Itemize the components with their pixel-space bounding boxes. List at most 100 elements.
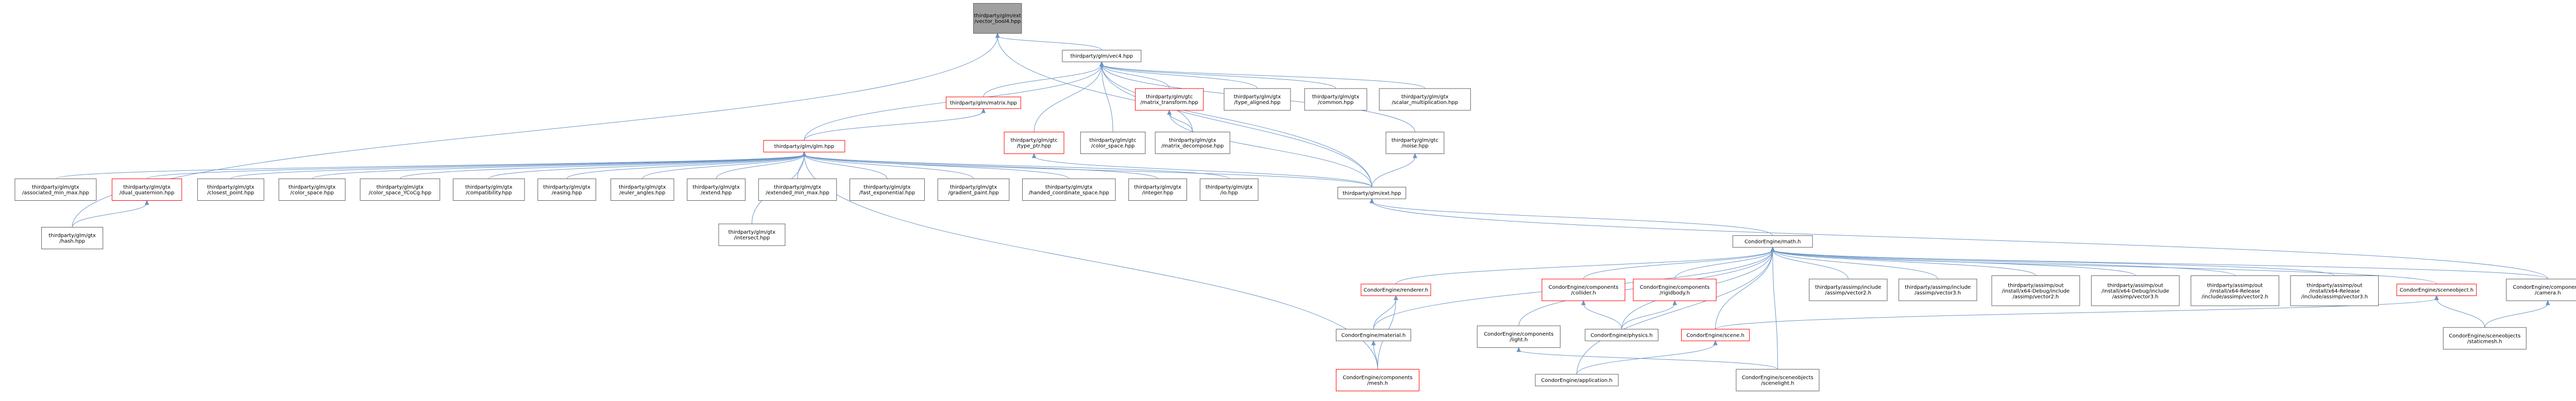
graph-node-scalar-multiplication[interactable]: thirdparty/glm/gtx/scalar_multiplication… — [1379, 88, 1471, 111]
node-box — [537, 178, 597, 201]
node-label: thirdparty/glm/gtx — [1169, 138, 1216, 144]
graph-node-math[interactable]: CondorEngine/math.h — [1732, 235, 1813, 248]
graph-node-matrix[interactable]: thirdparty/glm/matrix.hpp — [945, 96, 1021, 109]
dependency-edge — [146, 154, 805, 179]
node-label: /color_space.hpp — [290, 190, 334, 196]
graph-node-rigidbody[interactable]: CondorEngine/components/rigidbody.h — [1633, 278, 1717, 301]
node-label: thirdparty/glm/gtx — [1134, 184, 1181, 190]
dependency-edge — [1772, 250, 1778, 370]
node-box — [1004, 131, 1064, 154]
graph-node-noise[interactable]: thirdparty/glm/gtc/noise.hpp — [1385, 131, 1445, 154]
graph-node-type-aligned[interactable]: thirdparty/glm/gtx/type_aligned.hpp — [1224, 88, 1291, 111]
graph-node-color-space-gtx[interactable]: thirdparty/glm/gtx/color_space.hpp — [278, 178, 346, 201]
dependency-edge — [1373, 343, 1378, 370]
node-box — [945, 96, 1021, 109]
graph-node-intersect[interactable]: thirdparty/glm/gtx/intersect.hpp — [718, 223, 786, 246]
graph-node-type-ptr[interactable]: thirdparty/glm/gtc/type_ptr.hpp — [1004, 131, 1064, 154]
graph-node-sceneobjects-scenelight[interactable]: CondorEngine/sceneobjects/scenelight.h — [1736, 369, 1820, 392]
graph-node-assimp-vector2[interactable]: thirdparty/assimp/include/assimp/vector2… — [1809, 278, 1888, 301]
graph-node-camera[interactable]: CondorEngine/components/camera.h — [2506, 278, 2576, 301]
graph-node-physics[interactable]: CondorEngine/physics.h — [1585, 328, 1658, 341]
graph-node-fast-exponential[interactable]: thirdparty/glm/gtx/fast_exponential.hpp — [849, 178, 925, 201]
node-label: /extend.hpp — [701, 190, 732, 196]
graph-node-easing[interactable]: thirdparty/glm/gtx/easing.hpp — [537, 178, 597, 201]
graph-node-color-space-YCoCg[interactable]: thirdparty/glm/gtx/color_space_YCoCg.hpp — [360, 178, 440, 201]
node-label: thirdparty/assimp/out — [2307, 283, 2362, 288]
graph-node-collider[interactable]: CondorEngine/components/collider.h — [1541, 278, 1625, 301]
graph-node-dual-quaternion[interactable]: thirdparty/glm/gtx/dual_quaternion.hpp — [111, 178, 182, 201]
node-box — [1335, 369, 1420, 392]
node-label: /hash.hpp — [59, 239, 85, 245]
node-box — [2443, 327, 2527, 350]
node-label: /compatibility.hpp — [466, 190, 512, 196]
arrow-head — [981, 108, 986, 113]
arrow-head — [1770, 247, 1775, 252]
dependency-edge — [1674, 250, 1773, 280]
graph-node-vec4[interactable]: thirdparty/glm/vec4.hpp — [1062, 49, 1142, 62]
graph-node-matrix-transform[interactable]: thirdparty/glm/gtc/matrix_transform.hpp — [1135, 88, 1204, 111]
node-box — [1199, 178, 1259, 201]
graph-node-renderer[interactable]: CondorEngine/renderer.h — [1361, 284, 1431, 297]
graph-node-out-debug-vector2[interactable]: thirdparty/assimp/out/install/x64-Debug/… — [1991, 275, 2080, 306]
node-label: thirdparty/glm/glm.hpp — [774, 144, 834, 150]
arrow-head — [2545, 300, 2550, 305]
graph-node-euler-angles[interactable]: thirdparty/glm/gtx/euler_angles.hpp — [611, 178, 674, 201]
node-box — [1080, 131, 1146, 154]
node-box — [1585, 328, 1658, 341]
dependency-edge — [804, 154, 1158, 179]
node-box — [1809, 278, 1888, 301]
graph-node-extended-min-max[interactable]: thirdparty/glm/gtx/extended_min_max.hpp — [758, 178, 837, 201]
graph-node-material[interactable]: CondorEngine/material.h — [1335, 328, 1411, 341]
node-box — [937, 178, 1010, 201]
arrow-head — [1713, 340, 1718, 345]
node-box — [453, 178, 525, 201]
graph-node-application[interactable]: CondorEngine/application.h — [1535, 374, 1619, 387]
graph-node-closest-point[interactable]: thirdparty/glm/gtx/closest_point.hpp — [197, 178, 264, 201]
graph-node-compatibility[interactable]: thirdparty/glm/gtx/compatibility.hpp — [453, 178, 525, 201]
graph-node-glmext[interactable]: thirdparty/glm/ext.hpp — [1337, 187, 1406, 199]
node-label: thirdparty/assimp/out — [2008, 283, 2063, 288]
node-label: CondorEngine/components — [1640, 285, 1709, 290]
graph-node-mesh[interactable]: CondorEngine/components/mesh.h — [1335, 369, 1420, 392]
graph-node-gtx-common[interactable]: thirdparty/glm/gtx/common.hpp — [1304, 88, 1367, 111]
dependency-edge — [1101, 64, 1372, 187]
graph-node-glm[interactable]: thirdparty/glm/glm.hpp — [763, 140, 845, 152]
graph-node-hash[interactable]: thirdparty/glm/gtx/hash.hpp — [41, 226, 104, 250]
node-label: CondorEngine/sceneobjects — [1742, 375, 1814, 380]
graph-node-color-space-gtc[interactable]: thirdparty/glm/gtc/color_space.hpp — [1080, 131, 1146, 154]
node-label: thirdparty/glm/matrix.hpp — [950, 100, 1017, 106]
graph-node-matrix-decompose[interactable]: thirdparty/glm/gtx/matrix_decompose.hpp — [1155, 131, 1230, 154]
node-label: /noise.hpp — [1401, 144, 1428, 149]
graph-node-out-release-vector2[interactable]: thirdparty/assimp/out/install/x64-Releas… — [2191, 275, 2279, 306]
graph-node-io[interactable]: thirdparty/glm/gtx/io.hpp — [1199, 178, 1259, 201]
graph-node-ext-vector-bool4[interactable]: thirdparty/glm/ext/vector_bool4.hpp — [973, 3, 1022, 34]
graph-node-light[interactable]: CondorEngine/components/light.h — [1477, 325, 1561, 348]
graph-node-handed-coordinate-space[interactable]: thirdparty/glm/gtx/handed_coordinate_spa… — [1022, 178, 1116, 201]
graph-node-gradient-paint[interactable]: thirdparty/glm/gtx/gradient_paint.hpp — [937, 178, 1010, 201]
node-label: /matrix_decompose.hpp — [1161, 144, 1224, 149]
graph-node-extend[interactable]: thirdparty/glm/gtx/extend.hpp — [687, 178, 746, 201]
graph-node-assimp-vector3[interactable]: thirdparty/assimp/include/assimp/vector3… — [1899, 278, 1977, 301]
graph-node-scene[interactable]: CondorEngine/scene.h — [1681, 328, 1750, 341]
node-box — [1633, 278, 1717, 301]
node-label: thirdparty/glm/gtx — [619, 184, 666, 190]
arrow-head — [1394, 295, 1398, 301]
graph-node-sceneobject[interactable]: CondorEngine/sceneobject.h — [2396, 284, 2477, 297]
graph-node-out-release-vector3[interactable]: thirdparty/assimp/out/install/x64-Releas… — [2290, 275, 2379, 306]
dependency-edge — [2484, 303, 2548, 328]
graph-node-associated-min-max[interactable]: thirdparty/glm/gtx/associated_min_max.hp… — [14, 178, 97, 201]
node-label: CondorEngine/physics.h — [1590, 333, 1652, 338]
node-label: thirdparty/glm/ext — [974, 13, 1021, 19]
dependency-edge — [804, 154, 1070, 179]
node-box — [1337, 187, 1406, 199]
dependency-edge — [1772, 249, 2235, 276]
node-label: /camera.h — [2535, 290, 2561, 296]
node-box — [2290, 275, 2379, 306]
node-box — [1736, 369, 1820, 392]
dependency-edge — [1772, 250, 1849, 280]
node-label: /type_aligned.hpp — [1234, 100, 1281, 106]
graph-node-out-debug-vector3[interactable]: thirdparty/assimp/out/install/x64-Debug/… — [2091, 275, 2180, 306]
graph-node-staticmesh[interactable]: CondorEngine/sceneobjects/staticmesh.h — [2443, 327, 2527, 350]
node-label: thirdparty/glm/gtx — [1206, 184, 1253, 190]
graph-node-integer[interactable]: thirdparty/glm/gtx/integer.hpp — [1128, 178, 1187, 201]
